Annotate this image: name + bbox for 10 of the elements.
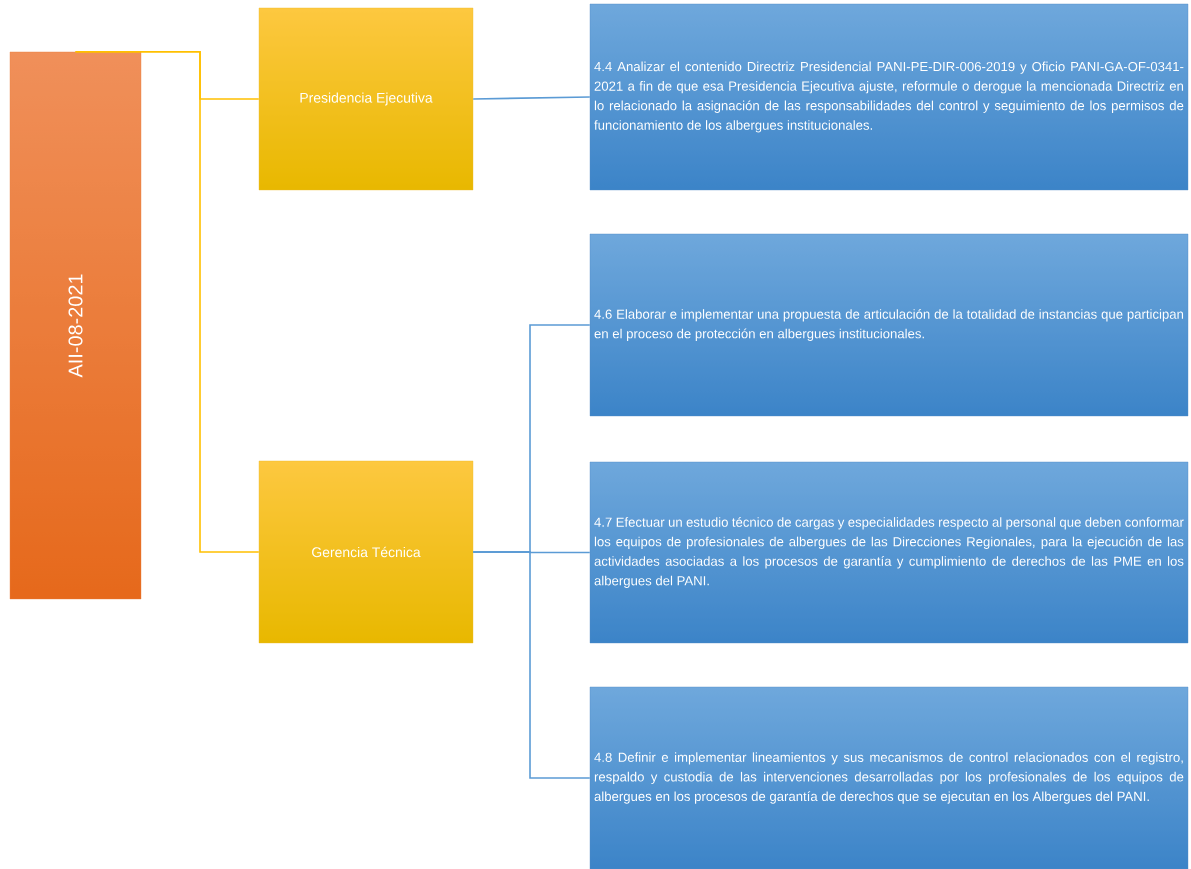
- unit-box: Gerencia Técnica: [258, 460, 474, 644]
- recommendation-box: 4.7 Efectuar un estudio técnico de cargas y especialidades respecto al personal que deben conformar los equipos de profesionales de albergues de las Direcciones Regionales, para la ejecución de las actividades asociadas a los procesos de garantía y cumplimiento de derechos de las PME en los albergues del PANI.: [589, 461, 1189, 644]
- recommendation-box: 4.6 Elaborar e implementar una propuesta de articulación de la totalidad de instancias que participan en el proceso de protección en albergues institucionales.: [589, 233, 1189, 417]
- code-box: AII-08-2021: [9, 51, 142, 600]
- connector-line: [74, 51, 260, 553]
- recommendation-box: 4.8 Definir e implementar lineamientos y sus mecanismos de control relacionados con el registro, respaldo y custodia de las intervenciones desarrolladas por los profesionales de los equipos de albergues en los procesos de garantía de derechos que se ejecutan en los Albergues del PANI.: [589, 686, 1189, 869]
- unit-box: Presidencia Ejecutiva: [258, 7, 474, 191]
- connector-line: [472, 551, 591, 779]
- recommendation-box: 4.4 Analizar el contenido Directriz Presidencial PANI-PE-DIR-006-2019 y Oficio PANI-GA-OF-0341-2021 a fin de que esa Presidencia Ejecutiva ajuste, reformule o derogue la mencionada Directriz en lo relacionado la asignación de las responsabilidades del control y seguimiento de los permisos de funcionamiento de los albergues institucionales.: [589, 3, 1189, 191]
- connector-line: [472, 96, 591, 100]
